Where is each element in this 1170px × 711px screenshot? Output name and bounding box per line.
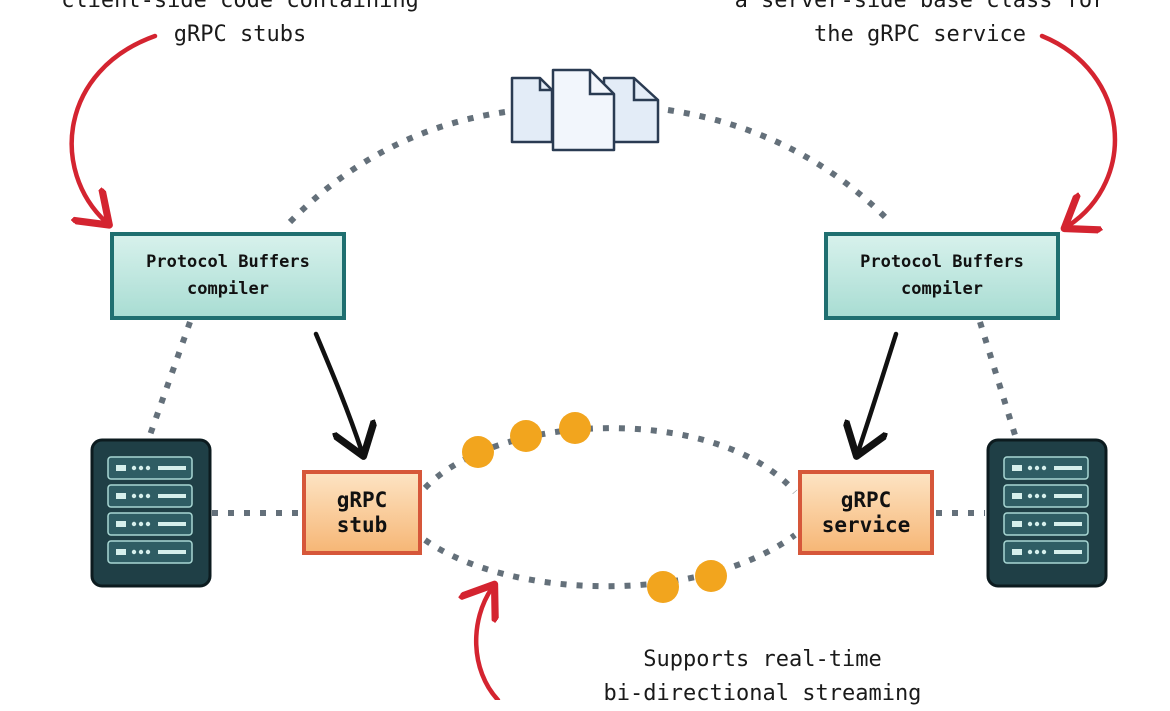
dotted-link-right-compiler-server bbox=[977, 321, 1018, 436]
protocol-buffers-compiler-right: Protocol Buffers compiler bbox=[824, 232, 1060, 320]
arrow-compiler-to-stub bbox=[313, 331, 362, 452]
compiler-label-line: compiler bbox=[901, 279, 983, 299]
proto-files-icon bbox=[510, 68, 660, 152]
dotted-arc-top-left bbox=[287, 109, 506, 225]
caption-line: a server-side base class for bbox=[734, 0, 1106, 13]
dotted-arc-top-right bbox=[667, 107, 893, 225]
dotted-stream-lower bbox=[423, 532, 797, 590]
grpc-service-label-line: gRPC bbox=[840, 487, 892, 512]
message-dot bbox=[647, 571, 679, 603]
client-server-icon bbox=[90, 438, 212, 588]
caption-line: the gRPC service bbox=[814, 22, 1026, 47]
grpc-stub-box: gRPC stub bbox=[302, 470, 422, 555]
compiler-label-line: Protocol Buffers bbox=[860, 252, 1024, 272]
grpc-stub-label-line: gRPC bbox=[336, 487, 388, 512]
grpc-service-label-line: service bbox=[821, 512, 911, 537]
caption-line: bi-directional streaming bbox=[603, 681, 922, 706]
compiler-label-line: compiler bbox=[187, 279, 269, 299]
arrow-compiler-to-service bbox=[858, 331, 899, 452]
service-server-icon bbox=[986, 438, 1108, 588]
caption-line: gRPC stubs bbox=[173, 22, 307, 47]
red-arrow-client-caption bbox=[69, 33, 158, 222]
message-dot bbox=[510, 420, 542, 452]
dotted-link-left-compiler-server bbox=[147, 320, 193, 437]
message-dot bbox=[695, 560, 727, 592]
caption-line: client-side code containing bbox=[61, 0, 419, 13]
message-dot bbox=[462, 436, 494, 468]
streaming-caption: Supports real-time bi-directional stream… bbox=[600, 643, 925, 711]
caption-line: Supports real-time bbox=[643, 647, 882, 672]
red-arrow-streaming-caption bbox=[476, 588, 501, 700]
client-stubs-caption: client-side code containing gRPC stubs bbox=[60, 0, 420, 52]
message-dot bbox=[559, 412, 591, 444]
red-arrow-server-caption bbox=[1039, 33, 1118, 226]
compiler-label-line: Protocol Buffers bbox=[146, 252, 310, 272]
server-base-class-caption: a server-side base class for the gRPC se… bbox=[730, 0, 1110, 52]
protocol-buffers-compiler-left: Protocol Buffers compiler bbox=[110, 232, 346, 320]
grpc-service-box: gRPC service bbox=[798, 470, 934, 555]
grpc-stub-label-line: stub bbox=[336, 512, 388, 537]
